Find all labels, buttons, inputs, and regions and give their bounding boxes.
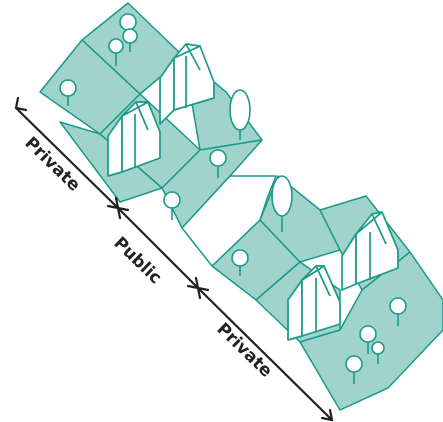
tree-icon [271,175,293,232]
tree-icon [163,191,181,220]
dimension-arrows [14,96,334,422]
tree-icon [108,38,124,66]
public-space [181,175,277,267]
tree-icon [371,341,385,364]
tree-icon [231,249,249,276]
house-icon [107,101,161,177]
tree-icon [389,297,407,326]
tree-icon [345,355,363,384]
label-public: Public [110,233,166,288]
house-icon [287,265,341,341]
tree-icon [229,89,251,140]
house-icon [341,211,399,291]
tree-icon [359,325,377,354]
trees [59,13,407,384]
house-icon [159,43,215,125]
parcel-top-end [161,139,263,229]
houses [107,43,399,341]
tree-icon [59,79,77,106]
label-private-bottom: Private [213,319,276,381]
double-arrow-icon [196,286,334,422]
tree-icon [209,149,227,178]
tree-icon [122,28,138,52]
